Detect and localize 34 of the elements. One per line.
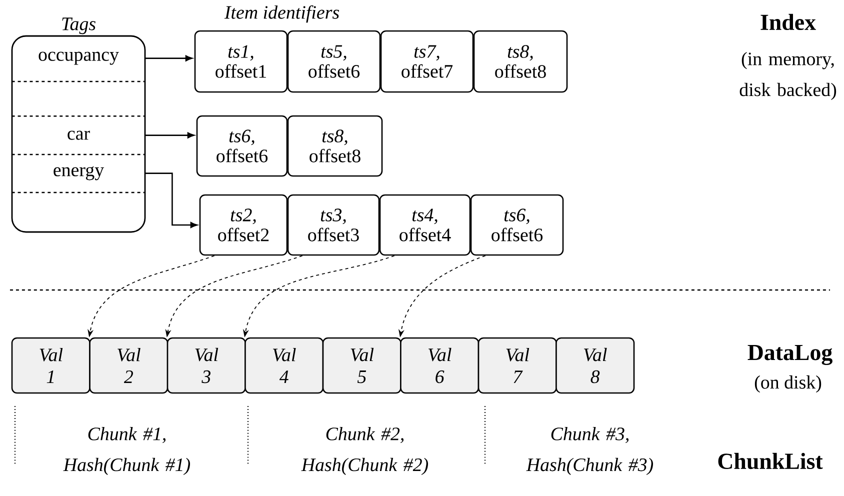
item-box: ts8, offset8	[473, 30, 568, 93]
item-box: ts3, offset3	[287, 194, 380, 256]
item-box: ts8, offset8	[287, 115, 383, 177]
tag-row: car	[12, 116, 146, 156]
item-box: ts2, offset2	[199, 194, 288, 256]
value-box: Val 5	[322, 337, 402, 394]
item-box: ts6, offset6	[196, 115, 288, 177]
item-box: ts5, offset6	[287, 30, 381, 93]
section-note: (on disk)	[754, 375, 822, 393]
tag-row: occupancy	[12, 52, 146, 82]
item-box: ts6, offset6	[470, 194, 564, 256]
item-box: ts7, offset7	[380, 30, 474, 93]
value-box: Val 8	[556, 337, 635, 394]
item-box: ts4, offset4	[379, 194, 471, 256]
chunk-label: Chunk #3, Hash(Chunk #3)	[526, 427, 654, 476]
value-box: Val 4	[244, 337, 324, 394]
chunk-label: Chunk #1, Hash(Chunk #1)	[63, 427, 190, 476]
arrow	[145, 132, 194, 138]
arrow	[145, 55, 192, 62]
value-box: Val 1	[11, 337, 90, 394]
heading: Item identifiers	[224, 5, 340, 23]
value-box: Val 2	[89, 337, 168, 394]
value-box: Val 3	[166, 337, 246, 394]
section-title: DataLog	[748, 344, 832, 366]
item-box: ts1, offset1	[194, 30, 288, 93]
chunk-label: Chunk #2, Hash(Chunk #2)	[301, 427, 428, 476]
section-note: (in memory, disk backed)	[740, 52, 836, 100]
value-box: Val 6	[400, 337, 480, 394]
arrow	[145, 172, 198, 228]
section-title: Index	[760, 14, 816, 30]
tag-row: energy	[12, 166, 146, 194]
node-label: Tags	[62, 18, 96, 34]
section-title: ChunkList	[718, 452, 823, 470]
value-box: Val 7	[478, 337, 557, 394]
